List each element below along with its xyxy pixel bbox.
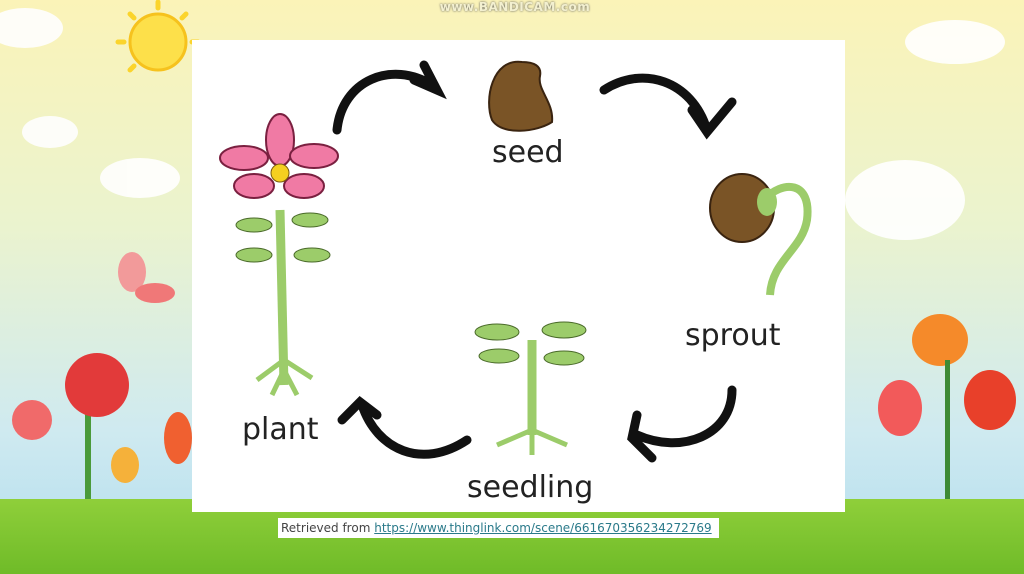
- label-seedling: seedling: [467, 470, 594, 505]
- life-cycle-illustration: [219, 60, 812, 463]
- label-sprout: sprout: [685, 318, 781, 353]
- arrow-plant-to-seed-icon: [332, 60, 447, 135]
- sun-icon: [115, 0, 201, 73]
- flowers-left-icon: [12, 353, 192, 520]
- arrow-seedling-to-plant-icon: [337, 396, 472, 459]
- arrow-sprout-to-seedling-icon: [627, 385, 737, 463]
- seed-icon: [488, 60, 554, 132]
- flowers-right-icon: [878, 314, 1016, 520]
- credit-link[interactable]: https://www.thinglink.com/scene/66167035…: [374, 521, 712, 535]
- cloud-icon: [0, 8, 1005, 240]
- credit-prefix: Retrieved from: [281, 521, 371, 535]
- butterfly-icon: [118, 252, 175, 303]
- arrow-seed-to-sprout-icon: [599, 73, 737, 140]
- label-seed: seed: [492, 135, 564, 170]
- watermark: www.BANDICAM.com: [439, 0, 591, 14]
- source-credit: Retrieved from https://www.thinglink.com…: [278, 518, 719, 538]
- seedling-icon: [474, 321, 587, 455]
- life-cycle-card: seed sprout seedling plant: [192, 40, 845, 512]
- sprout-icon: [709, 173, 812, 296]
- label-plant: plant: [242, 412, 319, 447]
- plant-icon: [219, 113, 339, 397]
